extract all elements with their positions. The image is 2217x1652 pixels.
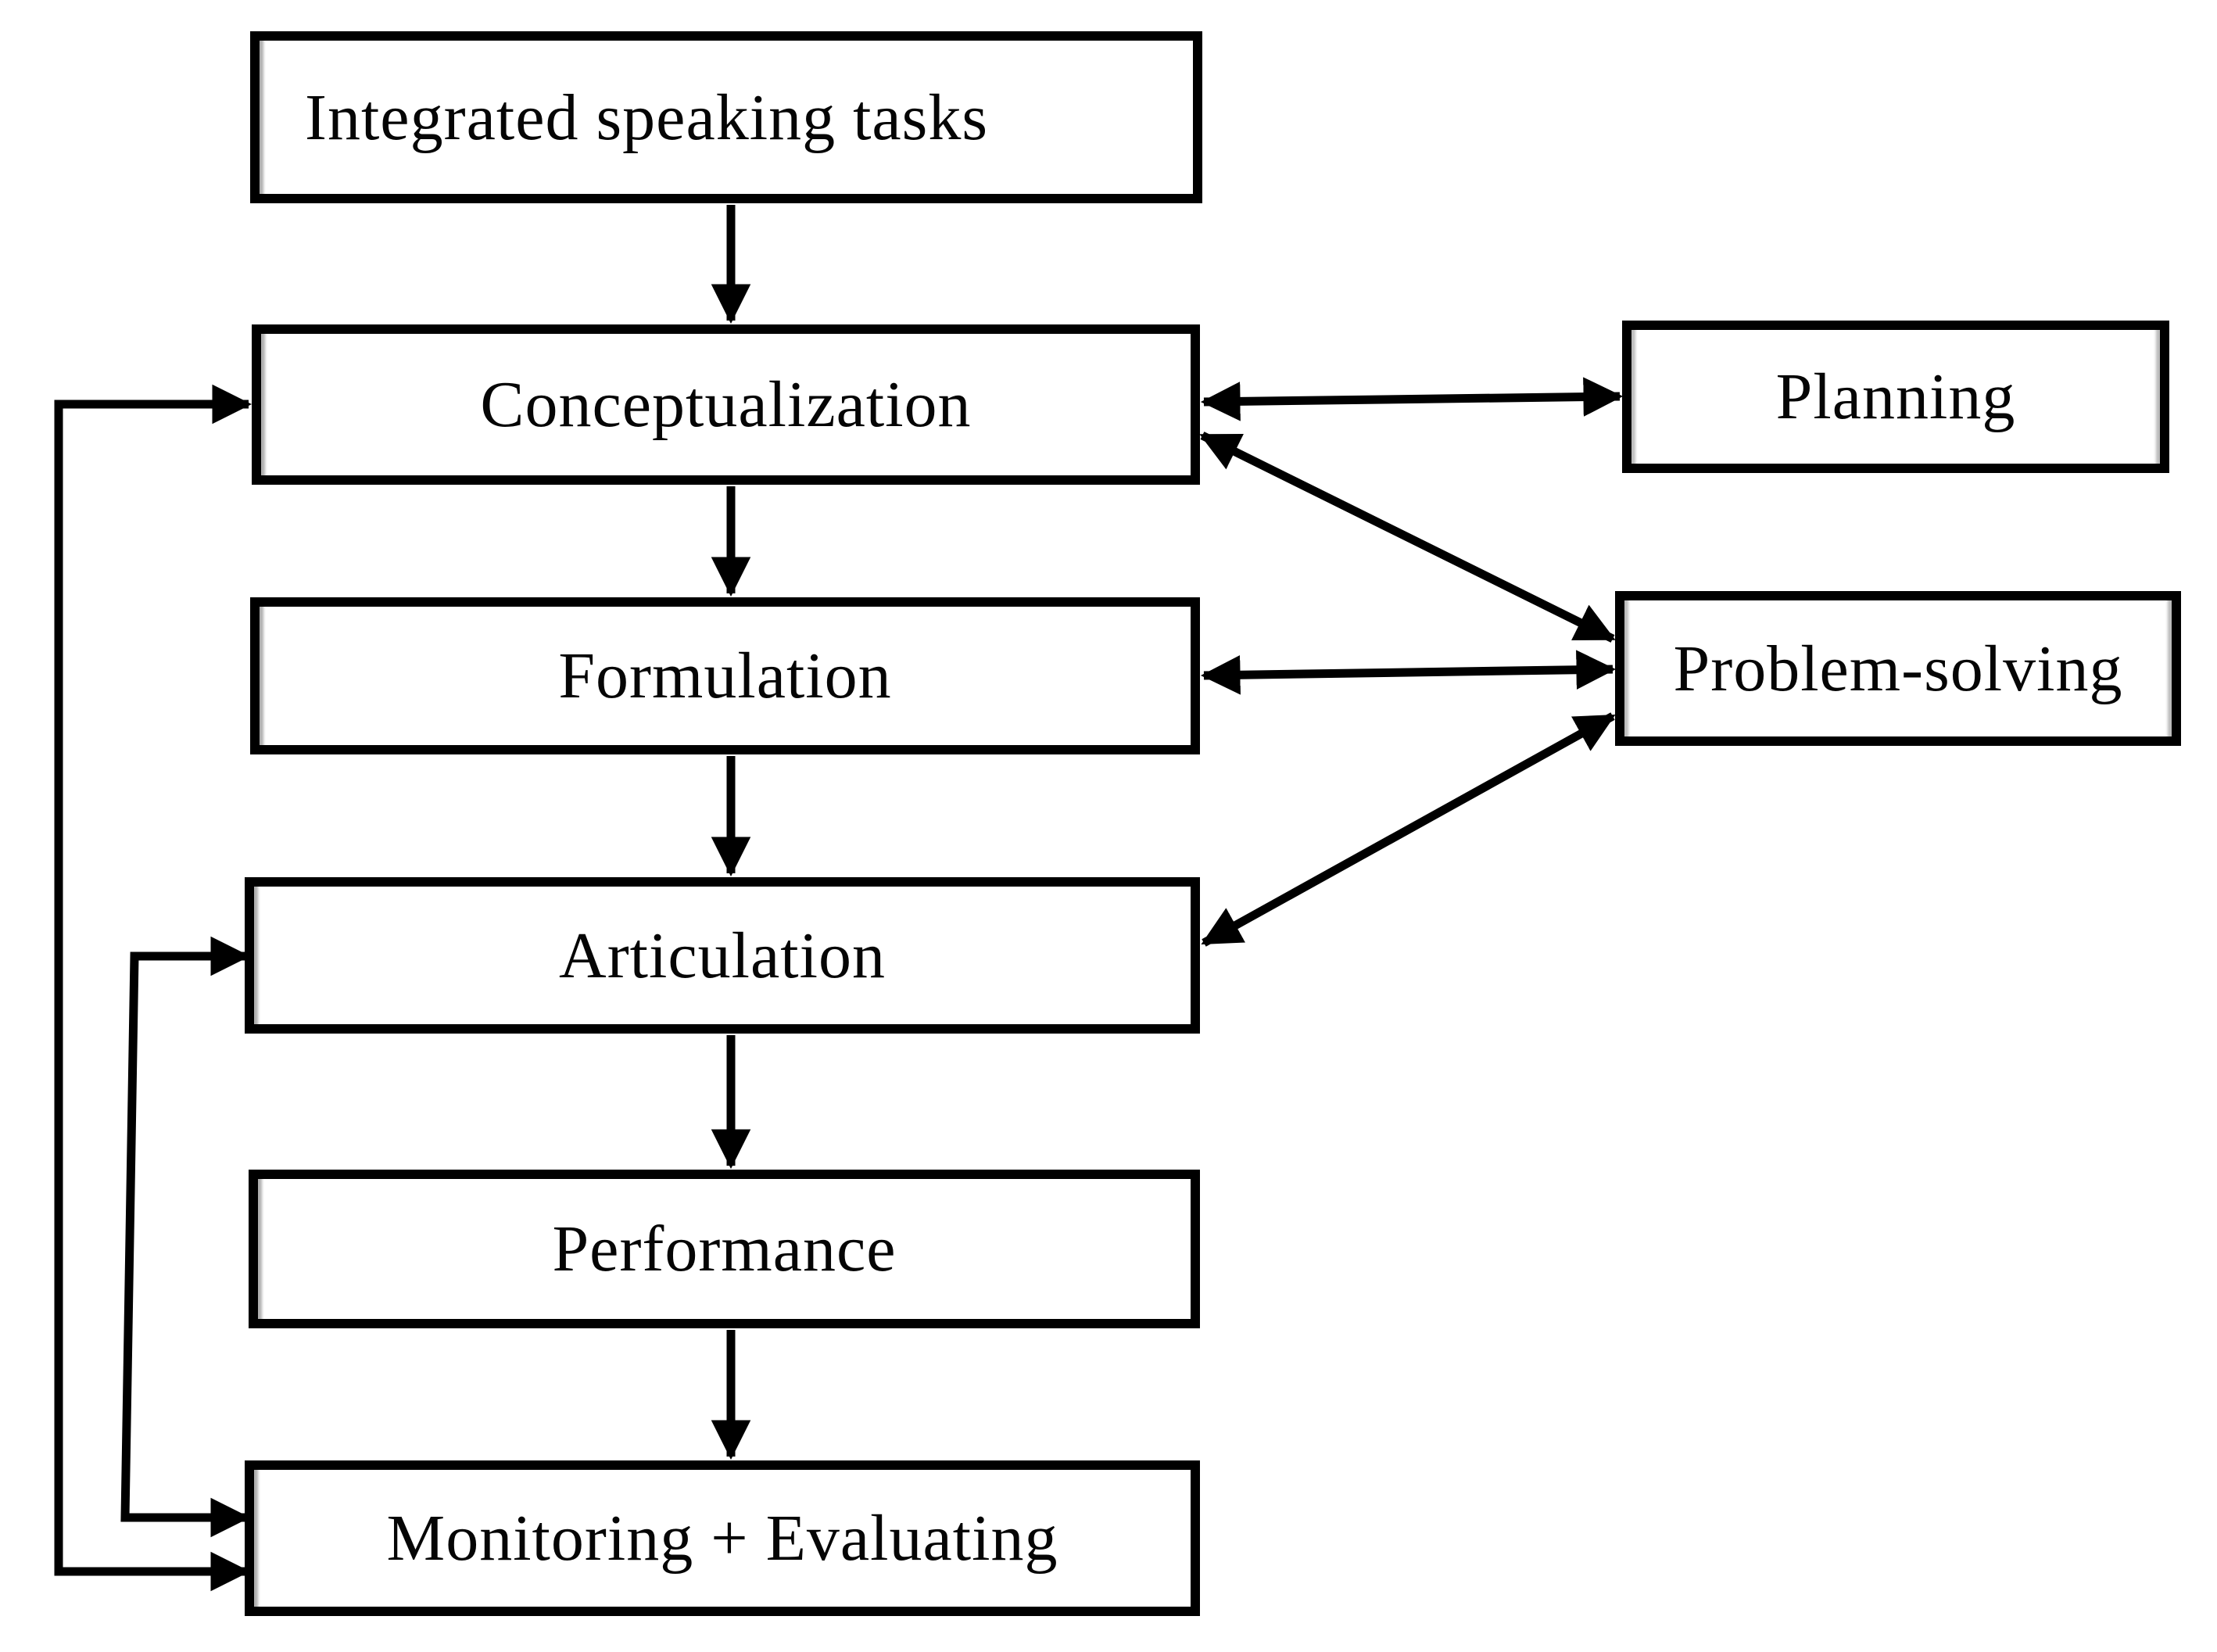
node-label-articulation: Articulation — [559, 919, 886, 992]
node-label-performance: Performance — [552, 1213, 897, 1285]
arrow-conceptualization-planning-two-way — [1200, 377, 1624, 421]
arrow-conceptualization-problem-solving-two-way — [1199, 432, 1616, 643]
feedback-loop-monitoring-conceptualization — [54, 384, 253, 1592]
node-label-conceptualization: Conceptualization — [480, 368, 972, 441]
node-articulation: Articulation — [245, 877, 1200, 1034]
node-integrated-speaking-tasks: Integrated speaking tasks — [250, 31, 1202, 203]
node-performance: Performance — [249, 1170, 1200, 1328]
feedback-loop-monitoring-articulation — [120, 936, 251, 1538]
node-monitoring-evaluating: Monitoring + Evaluating — [245, 1460, 1200, 1616]
node-formulation: Formulation — [250, 597, 1200, 754]
node-label-integrated: Integrated speaking tasks — [305, 81, 989, 154]
node-conceptualization: Conceptualization — [252, 324, 1200, 485]
node-label-monitoring: Monitoring + Evaluating — [386, 1502, 1058, 1575]
arrow-articulation-problem-solving-two-way — [1201, 712, 1616, 947]
node-label-problem-solving: Problem-solving — [1673, 632, 2123, 705]
node-planning: Planning — [1622, 321, 2169, 473]
node-label-planning: Planning — [1775, 360, 2016, 433]
node-problem-solving: Problem-solving — [1615, 591, 2181, 746]
arrow-formulation-problem-solving-two-way — [1200, 650, 1617, 695]
node-label-formulation: Formulation — [558, 640, 892, 712]
